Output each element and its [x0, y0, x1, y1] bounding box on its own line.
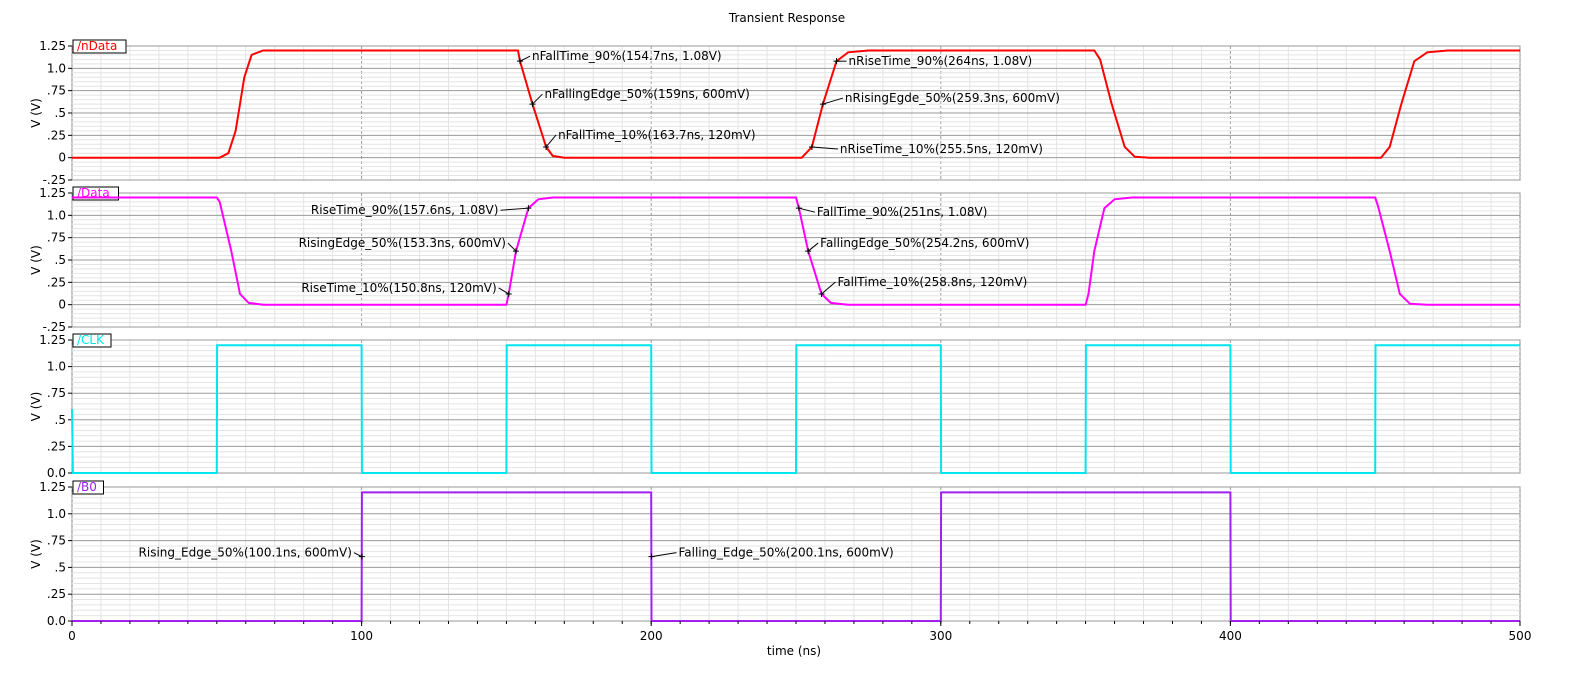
y-tick-label: 1.0	[47, 61, 66, 75]
panel-clk: 1.25 1.0 .75 .5 .25 0.0 V (V) /CLK	[29, 333, 1521, 480]
annotation-leader	[519, 55, 531, 62]
y-tick-label: .5	[55, 253, 66, 267]
x-tick-label: 300	[929, 629, 952, 643]
y-tick-label: .25	[47, 439, 66, 453]
y-tick-label: .5	[55, 413, 66, 427]
annotation-marker	[795, 205, 802, 212]
annotation-label: RisingEdge_50%(153.3ns, 600mV)	[299, 236, 506, 250]
y-tick-label: 1.25	[39, 333, 66, 347]
annotation-label: nRiseTime_10%(255.5ns, 120mV)	[840, 142, 1043, 156]
y-tick-label: .75	[47, 84, 66, 98]
annotation-marker	[358, 553, 365, 560]
y-tick-label: 1.0	[47, 507, 66, 521]
annotation-leader	[807, 242, 819, 252]
annotation-leader	[500, 207, 529, 211]
x-tick-label: 0	[68, 629, 76, 643]
y-tick-label: .75	[47, 231, 66, 245]
annotation-marker	[505, 290, 512, 297]
annotation-label: Falling_Edge_50%(200.1ns, 600mV)	[678, 546, 893, 560]
annotation-label: FallTime_90%(251ns, 1.08V)	[817, 205, 988, 219]
y-tick-label: .75	[47, 534, 66, 548]
annotation-leader	[532, 93, 543, 105]
y-tick-label: .25	[47, 128, 66, 142]
y-tick-label: .75	[47, 386, 66, 400]
y-tick-label: -.25	[43, 320, 66, 334]
signal-name: /CLK	[77, 333, 105, 347]
x-tick-label: 400	[1219, 629, 1242, 643]
y-tick-label: .25	[47, 587, 66, 601]
annotation-marker	[543, 143, 550, 150]
signal-name-tab	[72, 333, 112, 348]
annotation-marker	[805, 248, 812, 255]
signal-trace	[71, 344, 1520, 474]
y-tick-label: .5	[55, 106, 66, 120]
annotation-leader	[498, 287, 509, 295]
y-tick-label: .5	[55, 560, 66, 574]
annotation-marker	[833, 58, 840, 65]
annotation-marker	[808, 143, 815, 150]
signal-name-tab	[72, 39, 127, 54]
annotation-marker	[512, 248, 519, 255]
y-tick-label: 0	[58, 298, 66, 312]
annotation-label: Rising_Edge_50%(100.1ns, 600mV)	[139, 546, 352, 560]
annotation-label: RiseTime_10%(150.8ns, 120mV)	[301, 281, 496, 295]
annotation-leader	[507, 242, 517, 252]
annotation-marker	[648, 553, 655, 560]
signal-name: /nData	[77, 39, 117, 53]
annotation-label: nFallTime_10%(163.7ns, 120mV)	[558, 128, 755, 142]
annotation-leader	[798, 207, 816, 213]
annotation-leader	[811, 146, 838, 150]
y-tick-label: 0.0	[47, 466, 66, 480]
annotation-marker	[517, 58, 524, 65]
annotation-marker	[525, 205, 532, 212]
panel-data: 1.251.0.75.5.250-.25V (V)/DataRiseTime_9…	[29, 186, 1521, 334]
annotation-label: RiseTime_90%(157.6ns, 1.08V)	[311, 203, 498, 217]
chart-title: Transient Response	[728, 11, 845, 25]
annotation-leader	[822, 97, 844, 105]
signal-trace	[72, 196, 1520, 306]
y-tick-label: 0	[58, 151, 66, 165]
y-tick-label: 1.0	[47, 208, 66, 222]
annotation-leader	[353, 552, 363, 558]
annotation-label: FallTime_10%(258.8ns, 120mV)	[837, 275, 1027, 289]
x-tick-label: 500	[1509, 629, 1532, 643]
y-tick-label: 1.25	[39, 39, 66, 53]
annotation-label: nRiseTime_90%(264ns, 1.08V)	[849, 54, 1033, 68]
y-axis-label: V (V)	[29, 539, 43, 569]
y-axis-label: V (V)	[29, 98, 43, 128]
y-tick-label: 1.25	[39, 186, 66, 200]
annotation-marker	[818, 290, 825, 297]
x-tick-label: 100	[350, 629, 373, 643]
plot-panels: 1.25 1.0 .75 .5 .25 0 -.25 V (V) /nData nFallTime…	[29, 39, 1531, 643]
annotation-leader	[651, 552, 677, 558]
annotation-label: FallingEdge_50%(254.2ns, 600mV)	[820, 236, 1029, 250]
y-tick-label: .25	[47, 275, 66, 289]
y-axis-label: V (V)	[29, 245, 43, 275]
y-tick-label: 0.0	[47, 614, 66, 628]
annotation-label: nFallingEdge_50%(159ns, 600mV)	[544, 87, 749, 101]
x-axis-ticks: 0 100 200 300 400 500	[68, 621, 1531, 643]
annotation-marker	[529, 101, 536, 108]
signal-name-tab	[72, 480, 104, 495]
panel-ndata: 1.25 1.0 .75 .5 .25 0 -.25 V (V) /nData nFallTime…	[29, 39, 1521, 187]
annotation-label: nRisingEgde_50%(259.3ns, 600mV)	[845, 91, 1060, 105]
y-axis-label: V (V)	[29, 392, 43, 422]
y-tick-label: 1.25	[39, 480, 66, 494]
y-tick-label: -.25	[43, 173, 66, 187]
annotation-leader	[545, 134, 557, 148]
annotation-leader	[821, 281, 836, 295]
annotation-label: nFallTime_90%(154.7ns, 1.08V)	[532, 49, 722, 63]
panel-b0: 1.25 1.0 .75 .5 .25 0.0 V (V) /B0Rising_Edge_50…	[29, 480, 1521, 628]
annotation-marker	[819, 101, 826, 108]
signal-name: /B0	[77, 480, 97, 494]
x-tick-label: 200	[640, 629, 663, 643]
y-tick-label: 1.0	[47, 360, 66, 374]
x-axis-label: time (ns)	[767, 644, 821, 658]
